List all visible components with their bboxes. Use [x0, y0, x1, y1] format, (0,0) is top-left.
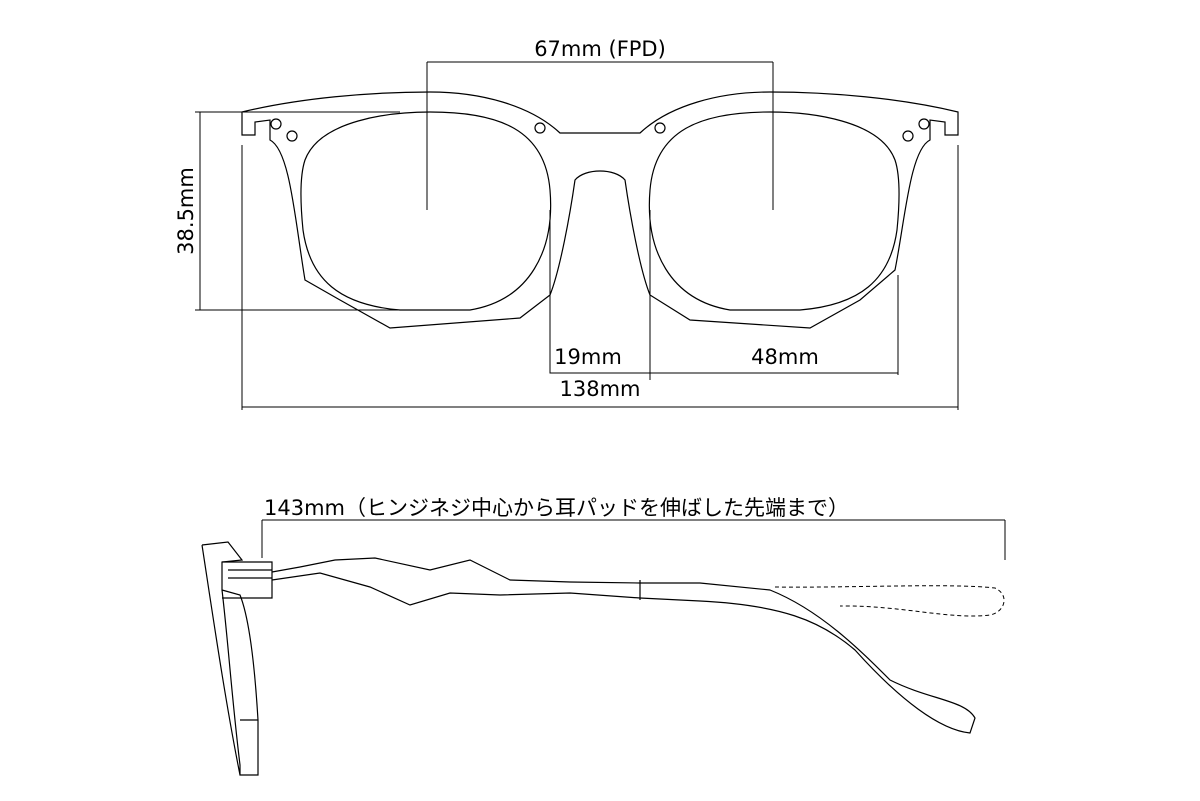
frame-width-label: 138mm: [560, 377, 641, 401]
left-lens: [300, 111, 552, 311]
side-view: 143mm（ヒンジネジ中心から耳パッドを伸ばした先端まで）: [201, 496, 1006, 776]
front-frame-profile: [201, 541, 259, 776]
bridge-dimension-line: [549, 210, 651, 380]
temple-length-label: 143mm（ヒンジネジ中心から耳パッドを伸ばした先端まで）: [264, 496, 849, 520]
lens-width-dimension-line: [650, 275, 899, 375]
frame-width-dimension-line: [241, 145, 959, 410]
extended-ear-pad-dashed: [774, 585, 1005, 617]
hinge-screws: [270, 118, 930, 142]
lens-height-dimension-line: [195, 111, 400, 311]
lens-height-label: 38.5mm: [174, 167, 198, 255]
fpd-dimension-line: [426, 61, 774, 210]
fpd-label: 67mm (FPD): [534, 37, 666, 61]
lens-width-label: 48mm: [751, 345, 819, 369]
front-view: 67mm (FPD) 38.5mm 19mm 48mm 138mm: [174, 37, 959, 410]
right-lens: [648, 111, 900, 311]
temple-arm: [271, 557, 976, 734]
temple-length-dimension-line: [261, 519, 1006, 560]
frame-top-rim: [241, 91, 959, 329]
bridge-label: 19mm: [554, 345, 622, 369]
